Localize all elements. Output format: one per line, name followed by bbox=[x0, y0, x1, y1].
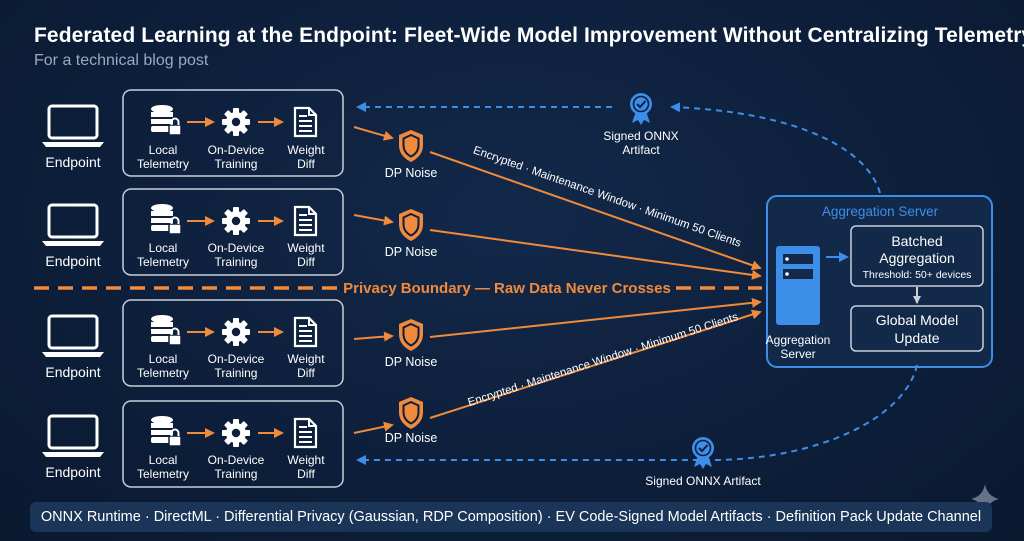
dp-noise-label: DP Noise bbox=[385, 355, 438, 369]
shield-icon bbox=[398, 208, 424, 242]
endpoint-label: Endpoint bbox=[45, 253, 100, 269]
global-line1: Global Model bbox=[876, 312, 959, 328]
uplink-arrow bbox=[429, 151, 762, 271]
batched-line1: Batched bbox=[891, 233, 942, 249]
document-icon bbox=[293, 205, 318, 237]
shield-icon bbox=[398, 129, 424, 163]
document-icon bbox=[293, 106, 318, 138]
endpoint-label: Endpoint bbox=[45, 364, 100, 380]
database-lock-icon bbox=[150, 104, 182, 136]
badge-check-icon bbox=[691, 436, 715, 470]
global-line2: Update bbox=[894, 330, 939, 346]
shield-icon bbox=[398, 396, 424, 430]
uplink-arrow bbox=[429, 297, 762, 338]
database-lock-icon bbox=[150, 415, 182, 447]
pipeline-panel bbox=[122, 188, 344, 276]
page-subtitle: For a technical blog post bbox=[34, 52, 209, 69]
document-icon bbox=[293, 316, 318, 348]
badge-check-icon bbox=[629, 92, 653, 126]
laptop-icon bbox=[40, 104, 106, 149]
dp-noise-label: DP Noise bbox=[385, 245, 438, 259]
privacy-boundary-label: Privacy Boundary — Raw Data Never Crosse… bbox=[343, 280, 671, 297]
sparkle-icon bbox=[971, 484, 999, 514]
endpoint-label: Endpoint bbox=[45, 154, 100, 170]
downlink-bottom-curve bbox=[356, 364, 918, 465]
dp-noise-label: DP Noise bbox=[385, 166, 438, 180]
database-lock-icon bbox=[150, 314, 182, 346]
endpoint-label: Endpoint bbox=[45, 464, 100, 480]
uplink-arrow bbox=[429, 229, 762, 280]
pipeline-panel bbox=[122, 400, 344, 488]
transport-label-top: Encrypted · Maintenance Window · Minimum… bbox=[471, 144, 742, 249]
to-noise-arrow bbox=[353, 214, 394, 226]
footer-tech-stack: ONNX Runtime · DirectML · Differential P… bbox=[30, 502, 992, 532]
aggregation-panel-title: Aggregation Server bbox=[822, 204, 939, 219]
gear-icon bbox=[222, 419, 250, 447]
pipeline-panel bbox=[122, 89, 344, 177]
dp-noise-label: DP Noise bbox=[385, 431, 438, 445]
laptop-icon bbox=[40, 203, 106, 248]
transport-label-bottom: Encrypted · Maintenance Window · Minimum… bbox=[466, 311, 739, 409]
server-icon bbox=[776, 246, 820, 325]
page-title: Federated Learning at the Endpoint: Flee… bbox=[34, 24, 1024, 47]
batched-threshold: Threshold: 50+ devices bbox=[863, 269, 972, 281]
gear-icon bbox=[222, 207, 250, 235]
batched-line2: Aggregation bbox=[879, 250, 955, 266]
to-noise-arrow bbox=[353, 331, 394, 342]
uplink-arrow bbox=[429, 309, 762, 419]
to-noise-arrow bbox=[353, 421, 394, 434]
to-noise-arrow bbox=[353, 126, 394, 141]
shield-icon bbox=[398, 318, 424, 352]
global-model-box bbox=[850, 305, 984, 352]
document-icon bbox=[293, 417, 318, 449]
artifact-bottom-label: Signed ONNX Artifact bbox=[645, 474, 761, 488]
laptop-icon bbox=[40, 314, 106, 359]
gear-icon bbox=[222, 108, 250, 136]
aggregation-panel bbox=[766, 195, 993, 368]
gear-icon bbox=[222, 318, 250, 346]
pipeline-panel bbox=[122, 299, 344, 387]
batched-aggregation-box bbox=[850, 225, 984, 287]
laptop-icon bbox=[40, 414, 106, 459]
downlink-top-curve bbox=[670, 102, 881, 194]
database-lock-icon bbox=[150, 203, 182, 235]
